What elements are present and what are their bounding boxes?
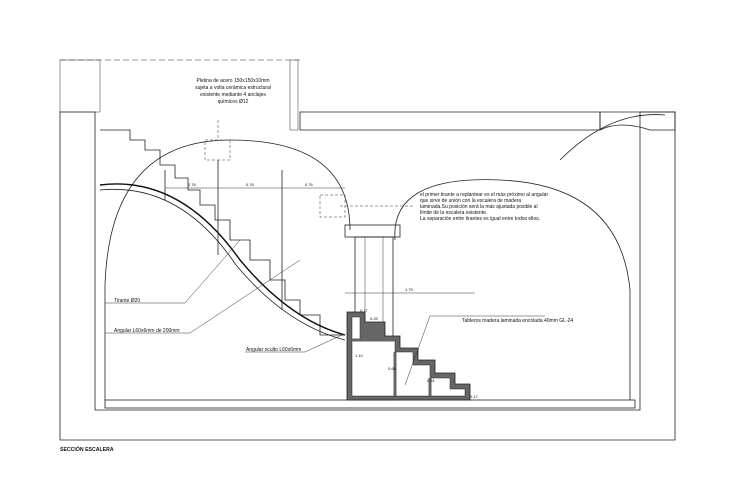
dim-riser-bottom: 0.17: [470, 394, 479, 399]
plate-label-1: Pletina de acero 150x150x10mm: [196, 78, 269, 84]
note-line-1: el primer tirante a replantear es el más…: [420, 192, 548, 198]
dim-spacing-3: 0.76: [305, 182, 314, 187]
existing-stair: [100, 129, 345, 336]
dim-height-1: 1.10: [355, 353, 364, 358]
hatched-walls: [59, 59, 676, 441]
angle-200-label: Angular L60x6mm de 200mm: [114, 328, 180, 334]
dim-span: 1.75: [405, 287, 414, 292]
dim-spacing-1: 0.76: [188, 182, 197, 187]
dim-tread: 0.25: [370, 316, 379, 321]
plate-label-3: existente mediante 4 anclajes: [200, 92, 266, 98]
boards-label: Tableros madera laminada encolada 40mm G…: [462, 318, 573, 324]
dim-spacing-2: 0.76: [246, 182, 255, 187]
section-title: SECCIÓN ESCALERA: [60, 445, 114, 453]
tie-rods: [164, 120, 346, 310]
note-line-4: límite de la escalera existente.: [420, 210, 487, 216]
note-line-3: laminada.Su posición será la más ajustad…: [420, 204, 538, 210]
plate-label-4: químicos Ø12: [218, 99, 249, 105]
floor-slab: [104, 399, 636, 409]
tie-rod-label: Tirante Ø20: [114, 298, 140, 304]
plate-label-2: sujeta a volta cerámica estructural: [195, 85, 271, 91]
dim-height-3: 0.51: [427, 378, 436, 383]
curved-stringer: [99, 183, 346, 336]
note-line-5: La separación entre tirantes es igual en…: [420, 216, 540, 222]
dim-riser: 0.17: [360, 308, 369, 313]
leader-lines: [105, 205, 545, 386]
hidden-angle-label: Angular oculto L60x6mm: [246, 347, 301, 353]
note-line-2: que sirve de unión con la escalera de ma…: [420, 198, 521, 204]
wooden-stair: [346, 311, 471, 401]
dim-height-2: 0.66: [388, 366, 397, 371]
